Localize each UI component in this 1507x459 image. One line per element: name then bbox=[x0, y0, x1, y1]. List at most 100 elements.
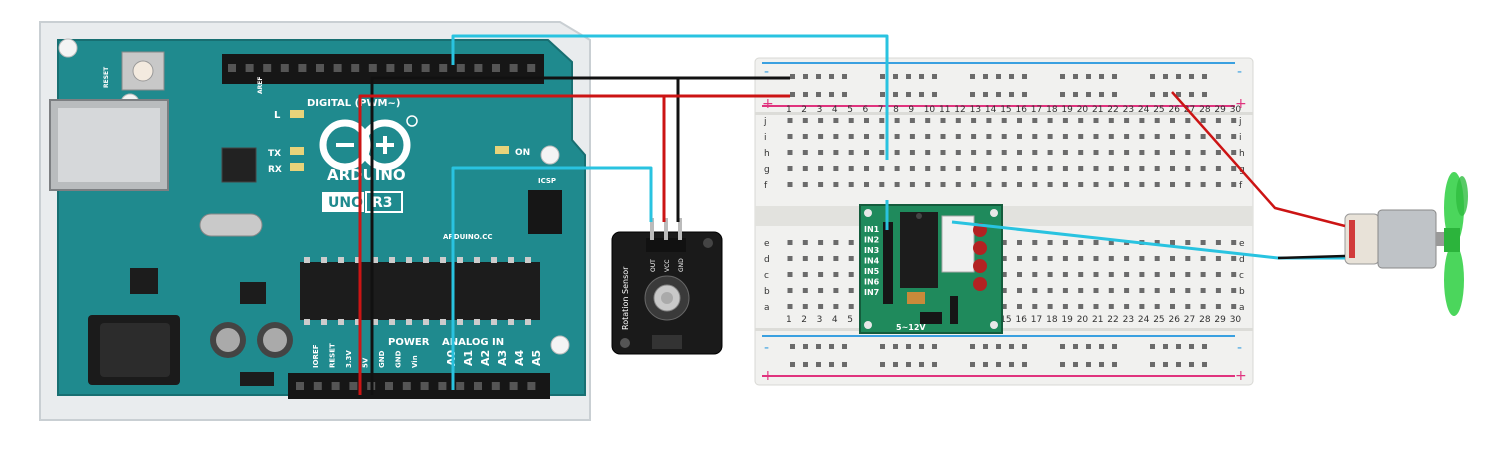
breadboard-hole bbox=[818, 240, 824, 245]
column-number: 16 bbox=[1016, 105, 1028, 115]
breadboard-hole bbox=[1139, 166, 1145, 171]
breadboard-hole bbox=[971, 166, 977, 171]
rail-hole bbox=[1150, 344, 1155, 349]
breadboard-hole bbox=[1017, 304, 1022, 309]
column-number: 6 bbox=[863, 105, 869, 115]
breadboard-hole bbox=[1047, 272, 1053, 277]
rail-hole bbox=[996, 92, 1001, 97]
breadboard-hole bbox=[1170, 134, 1175, 139]
column-number: 3 bbox=[817, 105, 823, 115]
breadboard-hole bbox=[1047, 166, 1053, 171]
breadboard-hole bbox=[1001, 166, 1007, 171]
breadboard-hole bbox=[986, 134, 992, 139]
breadboard-hole bbox=[1108, 256, 1114, 261]
fan-propeller bbox=[1444, 172, 1468, 316]
breadboard-hole bbox=[1139, 288, 1145, 293]
rail-hole bbox=[983, 74, 988, 79]
breadboard-hole bbox=[802, 288, 808, 293]
breadboard-hole bbox=[1017, 118, 1022, 123]
breadboard-hole bbox=[1078, 240, 1084, 245]
breadboard-hole bbox=[1017, 240, 1022, 245]
breadboard-hole bbox=[1062, 118, 1068, 123]
sensor-name: Rotation Sensor bbox=[621, 266, 630, 330]
breadboard-hole bbox=[1017, 134, 1022, 139]
chip-pin bbox=[338, 257, 344, 263]
breadboard-hole bbox=[1124, 166, 1130, 171]
header-pin bbox=[385, 382, 393, 390]
breadboard-hole bbox=[833, 182, 839, 187]
icsp-label: ICSP bbox=[538, 177, 556, 185]
header-pin bbox=[351, 64, 360, 72]
breadboard-hole bbox=[1078, 150, 1084, 155]
breadboard-hole bbox=[1200, 150, 1206, 155]
column-number: 16 bbox=[1016, 315, 1028, 325]
rail-hole bbox=[1073, 92, 1078, 97]
breadboard-hole bbox=[1078, 256, 1084, 261]
chip-pin bbox=[474, 319, 480, 325]
chip-pin bbox=[321, 257, 327, 263]
breadboard-hole bbox=[909, 150, 915, 155]
header-pin bbox=[474, 64, 483, 72]
breadboard-hole bbox=[787, 166, 793, 171]
breadboard-hole bbox=[940, 118, 946, 123]
breadboard-hole bbox=[1017, 256, 1022, 261]
row-letter: b bbox=[764, 287, 770, 297]
tx-label: TX bbox=[268, 149, 281, 159]
header-pin bbox=[492, 64, 500, 72]
rail-hole bbox=[1163, 362, 1168, 367]
rail-hole bbox=[880, 362, 885, 367]
breadboard-hole bbox=[971, 182, 977, 187]
breadboard-hole bbox=[1001, 272, 1007, 277]
breadboard-hole bbox=[1124, 182, 1130, 187]
analog-pin-label: A3 bbox=[496, 350, 509, 366]
breadboard-hole bbox=[1032, 304, 1038, 309]
rail-hole bbox=[816, 74, 821, 79]
column-number: 23 bbox=[1123, 105, 1134, 115]
breadboard-hole bbox=[894, 150, 900, 155]
rail-hole bbox=[1060, 92, 1065, 97]
breadboard-hole bbox=[1185, 118, 1191, 123]
reset-button[interactable] bbox=[121, 51, 165, 91]
breadboard-hole bbox=[1185, 240, 1191, 245]
column-number: 29 bbox=[1214, 105, 1226, 115]
rail-hole bbox=[906, 92, 911, 97]
row-letter: f bbox=[1239, 181, 1243, 191]
breadboard-hole bbox=[848, 166, 854, 171]
breadboard-hole bbox=[1047, 134, 1053, 139]
breadboard-hole bbox=[1170, 166, 1175, 171]
breadboard-hole bbox=[802, 150, 808, 155]
rail-hole bbox=[1202, 344, 1207, 349]
breadboard-hole bbox=[1108, 182, 1114, 187]
column-number: 3 bbox=[817, 315, 823, 325]
breadboard-hole bbox=[1124, 118, 1130, 123]
power-pin-label: Vin bbox=[411, 355, 419, 368]
column-number: 29 bbox=[1214, 315, 1226, 325]
breadboard-hole bbox=[1154, 134, 1160, 139]
breadboard-hole bbox=[787, 256, 793, 261]
breadboard-hole bbox=[925, 182, 931, 187]
breadboard-hole bbox=[1062, 256, 1068, 261]
breadboard-hole bbox=[971, 150, 977, 155]
header-pin bbox=[527, 382, 536, 390]
breadboard-hole bbox=[1154, 150, 1160, 155]
breadboard-hole bbox=[1231, 166, 1237, 171]
breadboard-hole bbox=[1170, 118, 1175, 123]
chip-pin bbox=[372, 257, 378, 263]
breadboard-hole bbox=[1093, 256, 1099, 261]
rail-hole bbox=[1176, 344, 1181, 349]
rail-hole bbox=[906, 362, 911, 367]
column-number: 15 bbox=[1000, 315, 1011, 325]
breadboard-hole bbox=[802, 134, 808, 139]
breadboard-hole bbox=[1139, 118, 1145, 123]
header-pin bbox=[474, 382, 482, 390]
breadboard-hole bbox=[909, 118, 915, 123]
column-number: 1 bbox=[786, 105, 792, 115]
breadboard-hole bbox=[879, 182, 885, 187]
power-pin-label: 3.3V bbox=[345, 350, 353, 368]
rail-hole bbox=[1150, 362, 1155, 367]
column-number: 17 bbox=[1031, 105, 1042, 115]
rail-plus-bottom-right: + bbox=[1235, 368, 1247, 384]
breadboard-hole bbox=[1215, 118, 1221, 123]
capacitor-left bbox=[210, 322, 246, 358]
driver-input-label: IN3 bbox=[864, 246, 879, 255]
